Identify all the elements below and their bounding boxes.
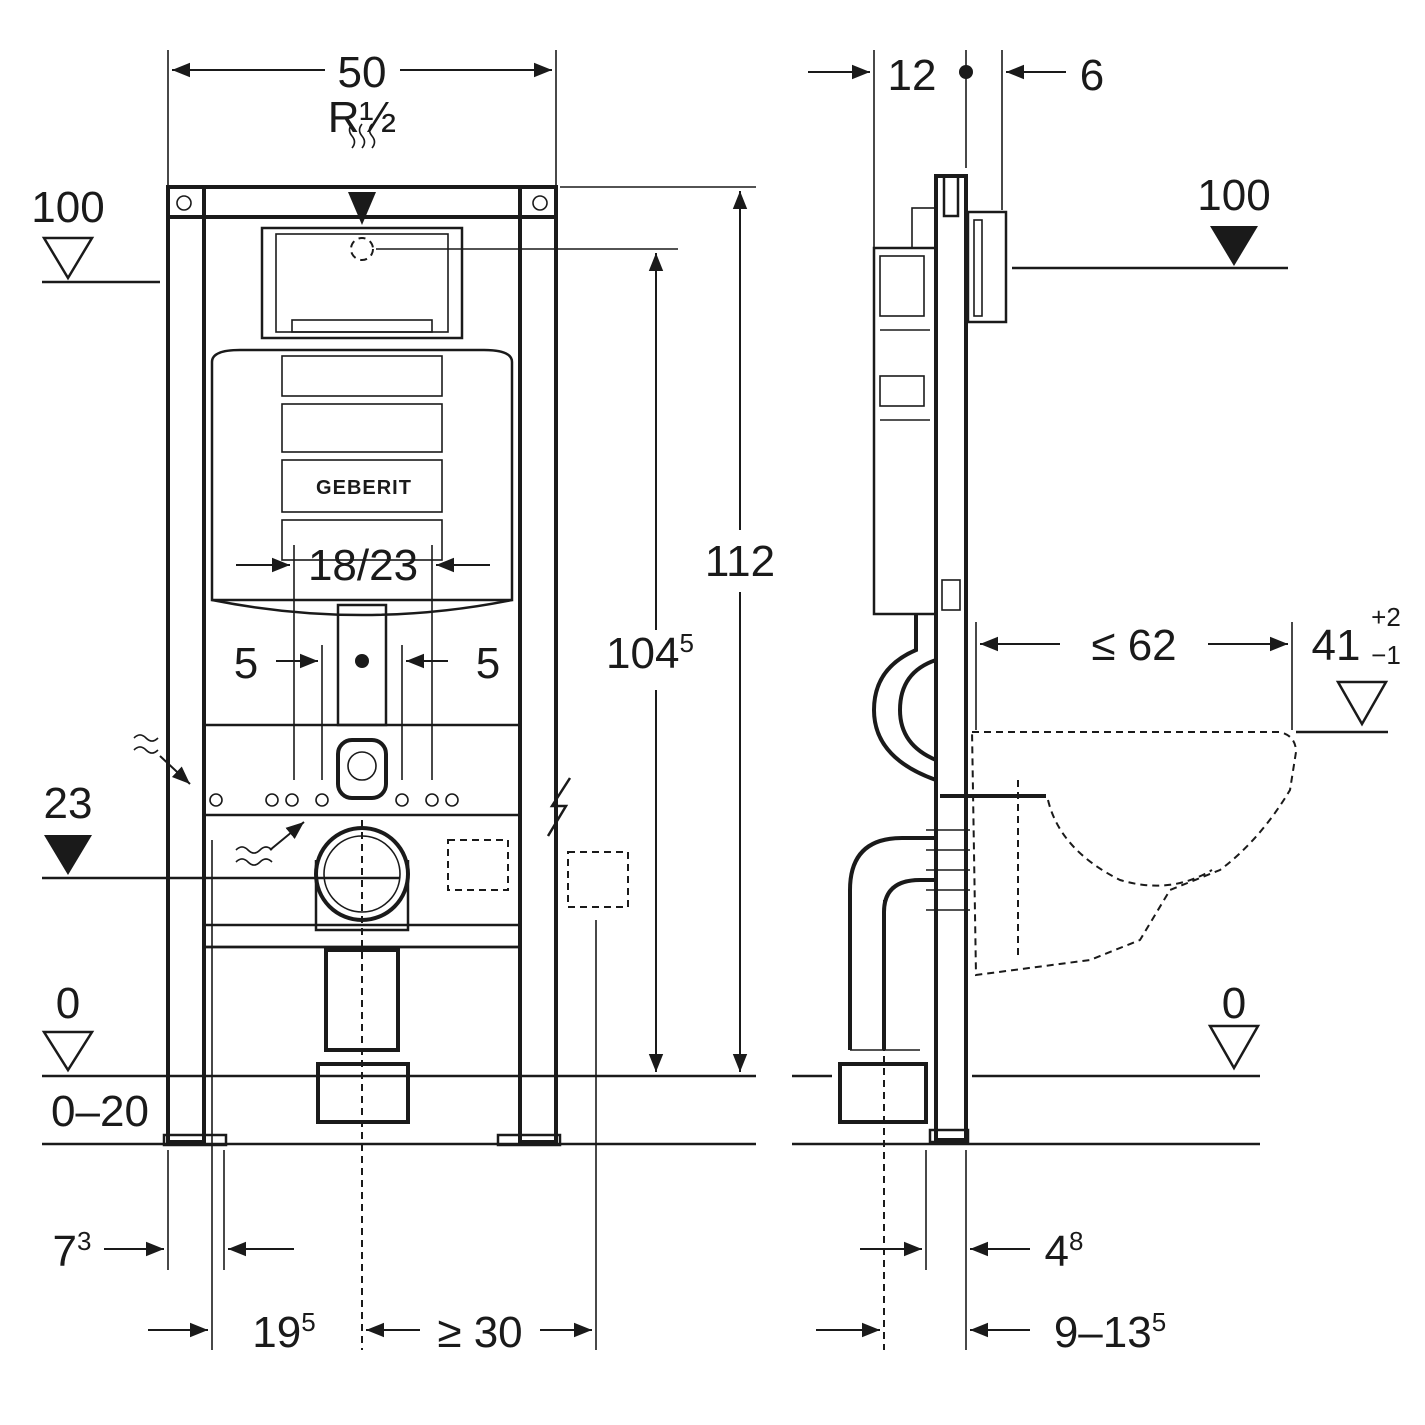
plate-offset-label: 6 bbox=[1080, 51, 1104, 100]
width-label: 50 bbox=[338, 48, 387, 97]
front-level-0-label: 0 bbox=[56, 979, 80, 1028]
side-view: 12 6 bbox=[792, 50, 1401, 1357]
electrical-icon bbox=[546, 777, 572, 837]
supply-height-label: 1045 bbox=[606, 628, 694, 678]
offset-left-label: 5 bbox=[234, 639, 258, 688]
bowl-projection-label: ≤ 62 bbox=[1091, 621, 1176, 670]
drain-offset-label: 195 bbox=[252, 1307, 315, 1357]
frame-ribs bbox=[926, 829, 970, 911]
water-inlet-icon bbox=[348, 123, 376, 225]
floor-range-label: 0–20 bbox=[51, 1087, 149, 1136]
side-level-100-label: 100 bbox=[1197, 171, 1270, 220]
foot-depth-sup: 8 bbox=[1069, 1226, 1083, 1256]
front-level-23-label: 23 bbox=[44, 779, 93, 828]
drain-flow-icon bbox=[235, 821, 305, 866]
water-connection-label: R½ bbox=[328, 93, 396, 142]
bowl-height-label: 41 bbox=[1312, 621, 1361, 670]
drain-offset-sup: 5 bbox=[301, 1307, 315, 1337]
foot-offset-value: 7 bbox=[53, 1227, 77, 1276]
frame-depth-label: 12 bbox=[888, 51, 937, 100]
geberit-logo: GEBERIT bbox=[316, 477, 412, 499]
supply-height-value: 104 bbox=[606, 629, 679, 678]
wall-range-sup: 5 bbox=[1152, 1307, 1166, 1337]
front-view: 50 R½ GEBERIT bbox=[31, 48, 775, 1357]
side-level-0-label: 0 bbox=[1222, 979, 1246, 1028]
foot-depth-label: 48 bbox=[1045, 1226, 1084, 1276]
bowl-height-tol-plus: +2 bbox=[1371, 602, 1401, 632]
wall-range-label: 9–135 bbox=[1054, 1307, 1166, 1357]
foot-offset-label: 73 bbox=[53, 1226, 92, 1276]
wall-range-value: 9–13 bbox=[1054, 1308, 1152, 1357]
total-height-label: 112 bbox=[705, 537, 775, 586]
foot-depth-value: 4 bbox=[1045, 1227, 1069, 1276]
mounting-bolts bbox=[209, 793, 459, 807]
front-level-100-label: 100 bbox=[31, 183, 104, 232]
supply-height-sup: 5 bbox=[679, 628, 693, 658]
drain-offset-value: 19 bbox=[252, 1308, 301, 1357]
offset-right-label: 5 bbox=[476, 639, 500, 688]
flush-water-icon bbox=[133, 734, 191, 785]
bolt-spacing-label: 18/23 bbox=[308, 541, 418, 590]
electrical-clearance-label: ≥ 30 bbox=[437, 1308, 522, 1357]
foot-offset-sup: 3 bbox=[77, 1226, 91, 1256]
bowl-height-tol-minus: −1 bbox=[1371, 640, 1401, 670]
